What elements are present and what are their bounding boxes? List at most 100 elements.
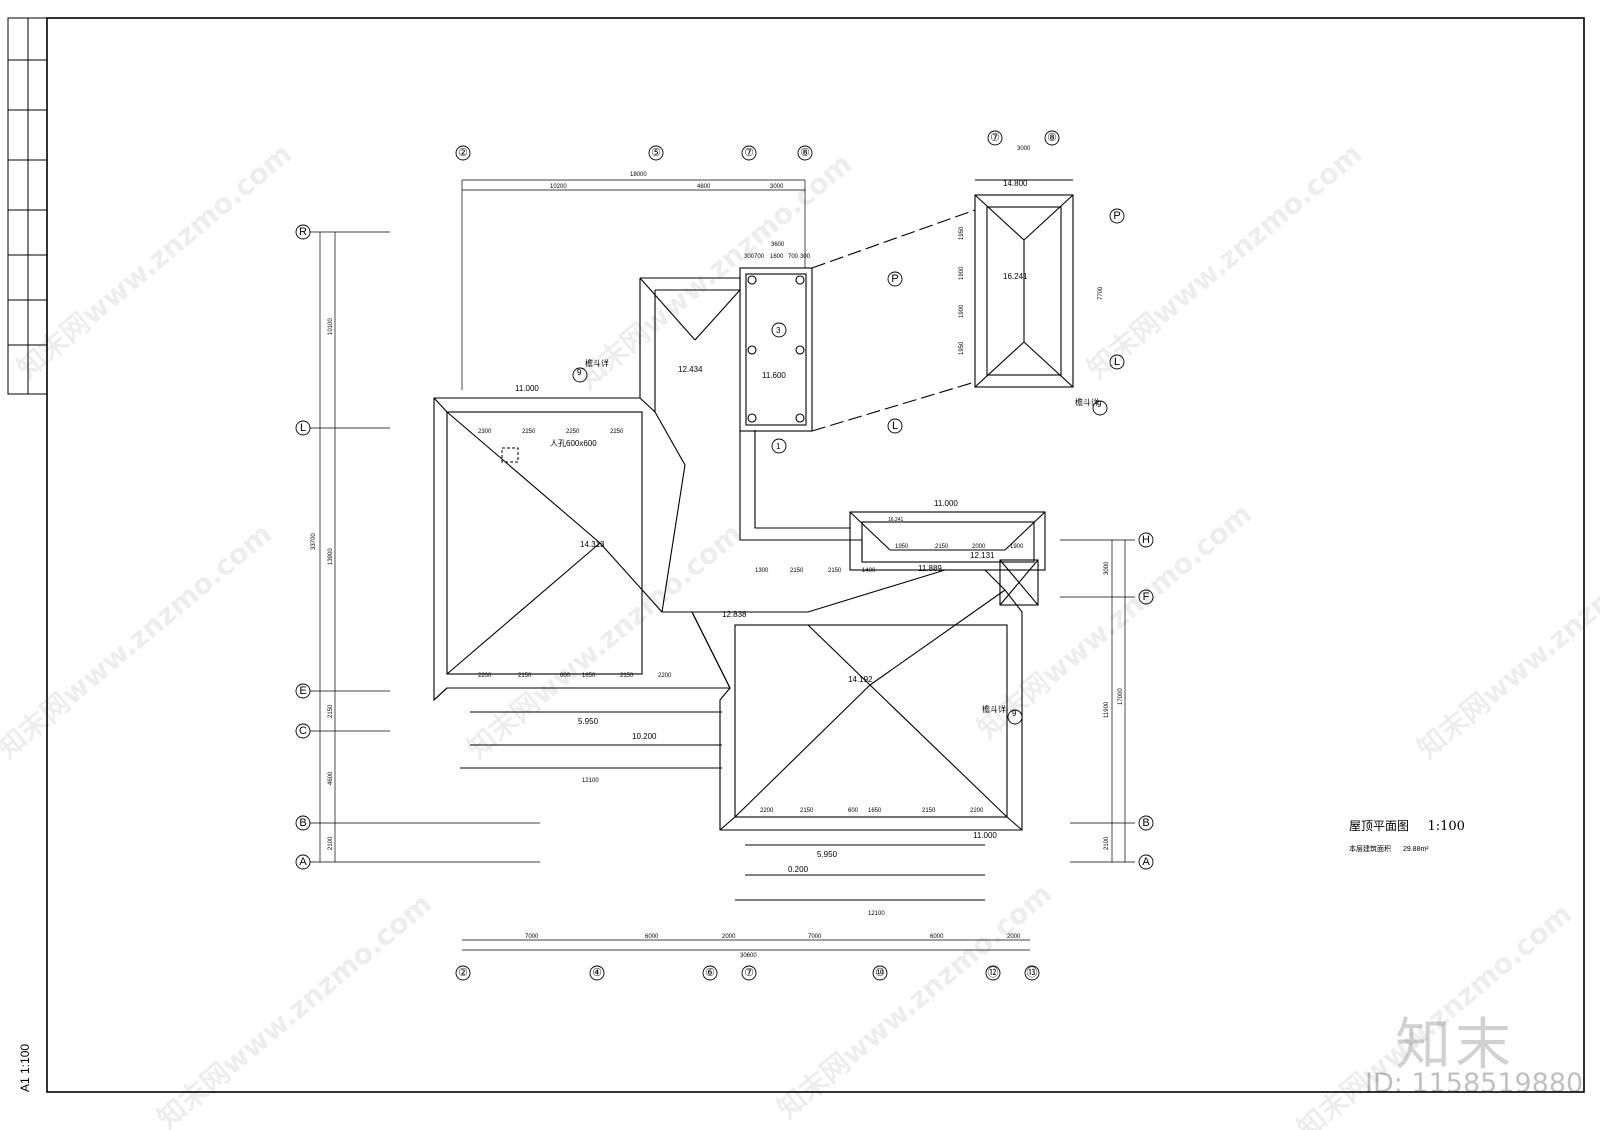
dim-west-bot-4: 1650 — [582, 673, 596, 679]
tower — [739, 209, 976, 432]
section-1-num: 1 — [776, 442, 781, 451]
axis-left-l: L — [300, 422, 306, 434]
dim-west-top-1: 2300 — [478, 429, 492, 435]
detail-ref-west: 檐斗详 — [585, 358, 609, 368]
dim-link-3: 2150 — [828, 568, 842, 574]
elev-tower-eave: 11.600 — [762, 371, 786, 380]
dim-west-bot-3: 600 — [560, 673, 571, 679]
dim-upper-4: 1900 — [1010, 544, 1024, 550]
west-roof — [433, 397, 731, 702]
link-corridor — [639, 277, 863, 560]
dim-tower-width: 3600 — [771, 242, 785, 248]
elev-porch-east: 5.950 — [817, 850, 838, 859]
dimension-lines — [310, 179, 1135, 951]
dim-west-top-4: 2250 — [610, 429, 624, 435]
axis-bottom-4: ④ — [592, 967, 602, 979]
drawing-scale: 1:100 — [1427, 819, 1465, 834]
axis-right-a: A — [1142, 856, 1150, 868]
dim-right-seg-1: 3000 — [1104, 561, 1110, 575]
dim-detail-h-4: 1950 — [959, 341, 965, 355]
dim-west-bot-5: 2150 — [620, 673, 634, 679]
detail-num-west: 9 — [577, 368, 582, 377]
drawing-title-block: 屋顶平面图 1:100 — [1349, 817, 1465, 835]
axis-top-7: ⑦ — [744, 147, 754, 159]
dim-link-1: 1300 — [755, 568, 769, 574]
axis-right-f: F — [1143, 591, 1150, 603]
dim-east-bot-3: 600 — [848, 808, 859, 814]
upper-east-wing — [849, 511, 1046, 606]
dim-east-bot-2: 2150 — [800, 808, 814, 814]
brand-logo: 知末 — [1395, 1013, 1515, 1078]
dim-top-seg-1: 10200 — [550, 184, 567, 190]
dim-bottom-seg-6: 2000 — [1007, 934, 1021, 940]
axis-detail-8: ⑧ — [1047, 132, 1057, 144]
dim-west-bot-1: 2200 — [478, 673, 492, 679]
dim-bottom-seg-5: 6000 — [930, 934, 944, 940]
dim-detail-total: 7700 — [1098, 286, 1104, 300]
elev-link-eave: 12.434 — [678, 365, 703, 374]
elev-upper-ridge: 16.241 — [888, 517, 904, 523]
detail-num-east: 9 — [1012, 709, 1017, 718]
access-hatch — [501, 447, 519, 463]
elev-upper-mid: 12.131 — [970, 551, 995, 560]
dim-detail-h-3: 1900 — [959, 304, 965, 318]
dim-tower-seg-5: 300 — [800, 254, 811, 260]
axis-bottom-6: ⑥ — [705, 967, 715, 979]
drawing-title: 屋顶平面图 — [1349, 819, 1410, 833]
axis-bottom-7: ⑦ — [744, 967, 754, 979]
axis-top-2: ② — [458, 147, 468, 159]
dim-bottom-seg-1: 7000 — [525, 934, 539, 940]
dim-tower-seg-1: 300 — [744, 254, 755, 260]
east-roof — [691, 569, 1023, 831]
dim-tower-seg-4: 700 — [788, 254, 799, 260]
dim-left-seg-1: 10100 — [328, 318, 334, 335]
dim-west-top-3: 2250 — [566, 429, 580, 435]
dim-bottom-seg-2: 6000 — [645, 934, 659, 940]
dim-detail-h-1: 1950 — [959, 226, 965, 240]
sheet-scale: A1 1:100 — [18, 1043, 32, 1092]
axis-left-a: A — [299, 856, 307, 868]
elev-porch-east-roof: 0.200 — [788, 865, 809, 874]
axis-top-8: ⑧ — [800, 147, 810, 159]
dim-tower-seg-3: 1600 — [770, 254, 784, 260]
dim-top-seg-3: 3000 — [770, 184, 784, 190]
dim-bottom-total: 30600 — [740, 953, 757, 959]
axis-detail-l: L — [1114, 356, 1120, 368]
axis-bottom-10: ⑩ — [875, 967, 885, 979]
dim-west-bot-2: 2150 — [518, 673, 532, 679]
dim-top-total: 18000 — [630, 172, 647, 178]
dim-top-seg-2: 4800 — [697, 184, 711, 190]
sheet-border — [46, 17, 1585, 1093]
dim-porch-west: 12100 — [582, 778, 599, 784]
dim-bottom-seg-4: 7000 — [808, 934, 822, 940]
hatch-note: 人孔600x600 — [550, 439, 597, 448]
axis-bottom-13: ⑬ — [1027, 966, 1038, 979]
dim-left-total: 33700 — [311, 533, 317, 550]
dim-link-2: 2150 — [790, 568, 804, 574]
dim-upper-3: 2000 — [972, 544, 986, 550]
dim-bottom-seg-3: 2000 — [722, 934, 736, 940]
detail-ref-tower: 檐斗详 — [1075, 397, 1099, 407]
dim-upper-2: 2150 — [935, 544, 949, 550]
detail-num-tower: 9 — [1097, 400, 1102, 409]
axis-bottom-2: ② — [458, 967, 468, 979]
floor-area-value: 29.88m² — [1402, 846, 1429, 853]
dim-left-seg-3: 2150 — [328, 704, 334, 718]
dim-detail-h-2: 1900 — [959, 266, 965, 280]
axis-top-5: ⑤ — [651, 147, 661, 159]
dim-upper-1: 1950 — [895, 544, 909, 550]
dim-east-bot-4: 1650 — [868, 808, 882, 814]
axis-tower-l: L — [892, 420, 898, 432]
elev-east-ridge: 14.192 — [848, 675, 873, 684]
dim-tower-seg-2: 700 — [754, 254, 765, 260]
axis-tower-p: P — [891, 273, 898, 285]
dim-west-top-2: 2250 — [522, 429, 536, 435]
axis-detail-p: P — [1113, 210, 1120, 222]
elev-east-eave: 11.000 — [973, 831, 997, 840]
dim-porch-east: 12100 — [868, 911, 885, 917]
axis-detail-7: ⑦ — [990, 132, 1000, 144]
axis-left-r: R — [299, 226, 307, 238]
dim-right-seg-3: 2100 — [1104, 836, 1110, 850]
